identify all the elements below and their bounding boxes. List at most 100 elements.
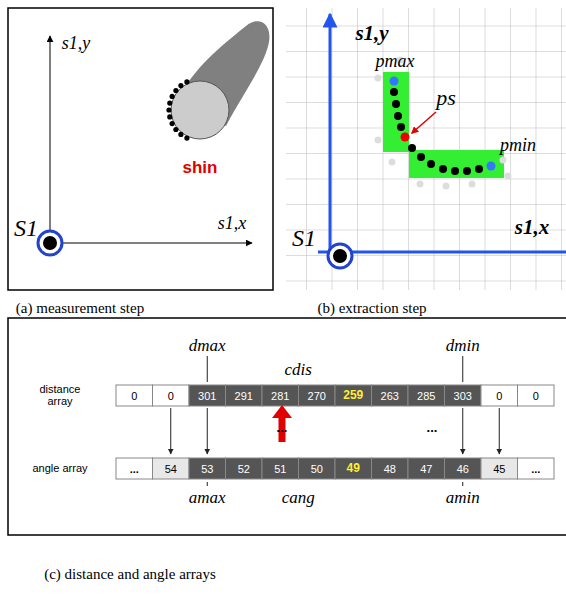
- panel-caption: (b) extraction step: [317, 300, 426, 317]
- array-cell: [226, 458, 263, 479]
- array-name: distance array: [32, 383, 88, 407]
- table-cell: 301: [198, 389, 216, 401]
- array-cell: [372, 385, 409, 406]
- faint-point: [443, 183, 450, 190]
- panel-caption: (a) measurement step: [16, 300, 144, 317]
- symbol-label: amax: [189, 489, 226, 508]
- array-cell: [408, 385, 445, 406]
- array-cell: [299, 385, 336, 406]
- array-name: angle array: [32, 462, 88, 474]
- scan-point: [408, 144, 416, 152]
- scan-point: [178, 132, 183, 137]
- scan-point: [167, 100, 172, 105]
- symbol-label: dmax: [189, 337, 226, 356]
- cell-highlight: [409, 150, 504, 178]
- symbol-label: pmin: [500, 136, 536, 156]
- table-cell: 303: [454, 389, 472, 401]
- scan-point: [463, 167, 471, 175]
- array-cell: [116, 458, 153, 479]
- table-cell: ...: [130, 462, 139, 474]
- faint-point: [389, 159, 396, 166]
- scan-point: [178, 83, 183, 88]
- x-axis: [50, 243, 252, 244]
- x-axis: [318, 251, 566, 254]
- table-cell: 47: [420, 462, 432, 474]
- grid: [286, 8, 566, 290]
- scan-point: [392, 100, 400, 108]
- ellipsis: ...: [427, 421, 438, 435]
- part-name: shin: [183, 159, 218, 178]
- table-cell: 53: [201, 462, 213, 474]
- table-cell: 263: [381, 389, 399, 401]
- scan-point: [173, 127, 178, 132]
- max-point: [390, 77, 399, 86]
- table-cell: 291: [235, 389, 253, 401]
- panel-caption: (c) distance and angle arrays: [44, 566, 216, 583]
- array-cell: [518, 458, 555, 479]
- array-cell: [153, 385, 190, 406]
- panel-frame: [8, 318, 566, 535]
- index-arrow: [170, 408, 171, 454]
- scan-points: [166, 79, 189, 140]
- sensor-dot: [333, 249, 347, 263]
- array-cell: [481, 385, 518, 406]
- scan-point: [390, 88, 398, 96]
- panel-frame: [8, 8, 273, 290]
- leader-line: [207, 482, 208, 486]
- scan-point: [173, 88, 178, 93]
- scan-point: [166, 107, 171, 112]
- y-axis: [329, 14, 332, 262]
- symbol-label: pmax: [376, 52, 415, 72]
- index-arrow: [462, 408, 463, 454]
- array-arrows: [171, 356, 500, 486]
- selected-point: [401, 133, 410, 142]
- index-arrow: [499, 408, 500, 454]
- sensor-label: S1: [292, 225, 316, 251]
- shin-section: [171, 81, 229, 139]
- table-cell: 49: [347, 462, 360, 475]
- axis-label: s1,x: [515, 216, 549, 239]
- leader-line: [462, 482, 463, 486]
- sensor-ring: [38, 231, 62, 255]
- table-cell: 281: [271, 389, 289, 401]
- symbol-label: amin: [446, 489, 480, 508]
- min-point: [487, 162, 496, 171]
- table-cell: 48: [384, 462, 396, 474]
- array-cell: [408, 458, 445, 479]
- table-cell: 270: [308, 389, 326, 401]
- array-cell: [189, 385, 226, 406]
- array-cell: [335, 458, 372, 479]
- scan-point: [427, 160, 435, 168]
- faint-point: [500, 157, 507, 164]
- table-cell: 285: [417, 389, 435, 401]
- array-cell: [226, 385, 263, 406]
- array-cell: [262, 458, 299, 479]
- scan-point: [417, 153, 425, 161]
- sensor-ring: [328, 244, 352, 268]
- table-cell: 0: [168, 389, 174, 401]
- cell-highlight: [383, 72, 409, 152]
- table-cell: ...: [531, 462, 540, 474]
- faint-point: [375, 75, 382, 82]
- pointer-arrow: [412, 112, 436, 133]
- scan-point: [475, 165, 483, 173]
- array-cell: [153, 458, 190, 479]
- scan-point: [184, 135, 189, 140]
- array-cell: [116, 385, 153, 406]
- symbol-label: dmin: [446, 337, 480, 356]
- table-cell: 0: [496, 389, 502, 401]
- array-cell: [189, 458, 226, 479]
- array-cells: [116, 385, 554, 479]
- array-cell: [262, 385, 299, 406]
- table-cell: 51: [274, 462, 286, 474]
- faint-point: [417, 181, 424, 188]
- axis-label: s1,x: [218, 214, 247, 234]
- symbol-label: ps: [436, 86, 456, 110]
- axis-label: s1,y: [62, 34, 91, 54]
- leader-line: [207, 356, 208, 382]
- leader-line: [462, 356, 463, 382]
- scan-point: [170, 121, 175, 126]
- scan-point: [170, 94, 175, 99]
- faint-point: [469, 181, 476, 188]
- scan-point: [439, 165, 447, 173]
